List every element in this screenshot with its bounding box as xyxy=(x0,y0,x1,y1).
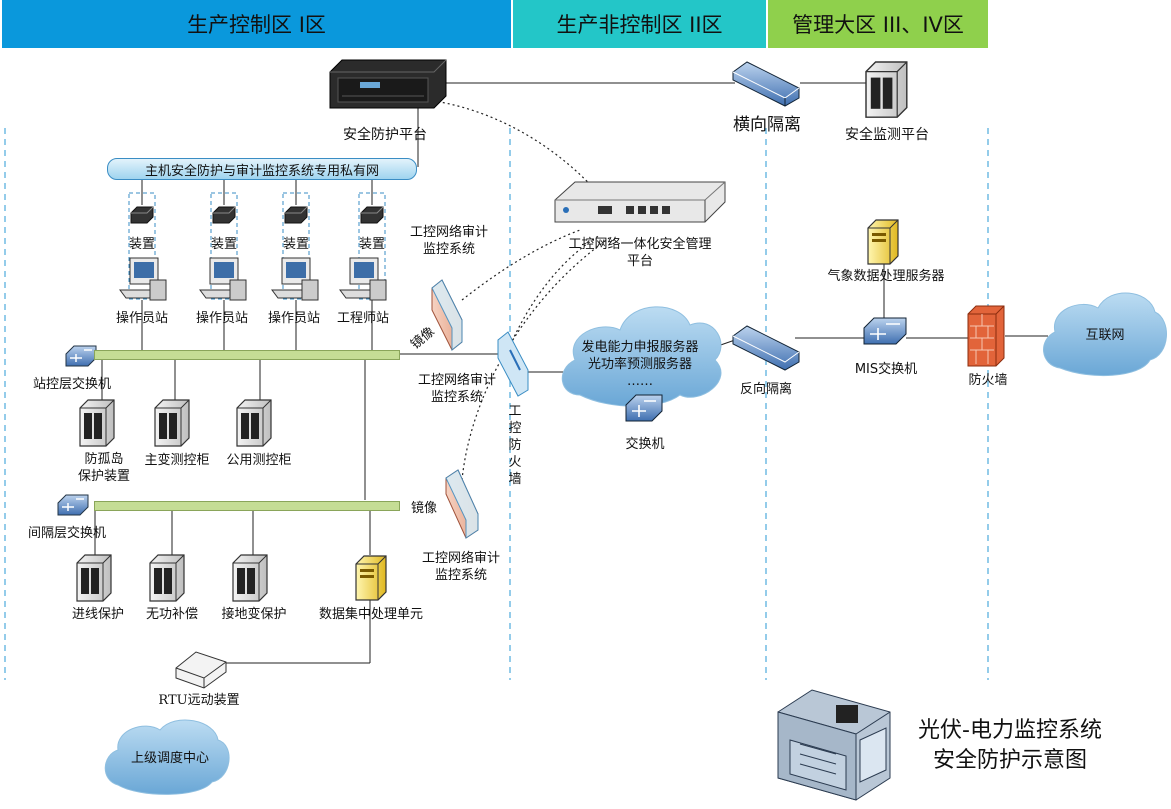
data-unit-label: 数据集中处理单元 xyxy=(318,607,424,622)
workstation-icons xyxy=(119,257,387,301)
rtu-label: RTU远动装置 xyxy=(158,693,240,708)
audit-device-icon-2 xyxy=(445,469,479,539)
operator-station-label-2: 操作员站 xyxy=(195,311,249,326)
audit-device-icon-1 xyxy=(431,279,463,352)
mis-switch-icon xyxy=(863,317,907,345)
zone-header-management: 管理大区 III、IV区 xyxy=(768,0,988,48)
internet-cloud xyxy=(1043,292,1167,376)
anti-islanding-label: 防孤岛 保护装置 xyxy=(77,452,131,484)
diagram-title: 光伏-电力监控系统 安全防护示意图 xyxy=(918,718,1102,773)
operator-station-label-1: 操作员站 xyxy=(115,311,169,326)
zone-header-production-noncontrol: 生产非控制区 II区 xyxy=(513,0,766,48)
ics-firewall-icon xyxy=(497,331,529,397)
bay-bus xyxy=(94,501,400,511)
reactive-comp-server-icon xyxy=(149,554,185,602)
station-switch-label: 站控层交换机 xyxy=(33,377,112,392)
public-cabinet-label: 公用测控柜 xyxy=(226,453,292,468)
switch-icon xyxy=(625,394,663,422)
bay-switch-label: 间隔层交换机 xyxy=(28,526,107,541)
weather-server-icon xyxy=(867,219,899,265)
reactive-comp-label: 无功补偿 xyxy=(145,607,199,622)
audit-system-label-3: 工控网络审计 监控系统 xyxy=(421,551,501,583)
security-platform-label: 安全防护平台 xyxy=(343,127,427,143)
zone-label: 生产控制区 I区 xyxy=(187,13,326,37)
line-protection-label: 进线保护 xyxy=(71,607,125,622)
mirror-label-2: 镜像 xyxy=(411,501,438,516)
reverse-isolation-icon xyxy=(732,325,800,371)
main-transformer-label: 主变测控柜 xyxy=(144,453,210,468)
zone-separators xyxy=(4,128,989,680)
line-protection-server-icon xyxy=(76,554,112,602)
anti-islanding-server-icon xyxy=(79,399,115,447)
zone-header-production-control: 生产控制区 I区 xyxy=(2,0,511,48)
operator-station-label-3: 操作员站 xyxy=(267,311,321,326)
private-network-pipe: 主机安全防护与审计监控系统专用私有网 xyxy=(107,158,417,180)
dispatch-cloud xyxy=(104,719,230,795)
building-icon xyxy=(777,689,891,801)
station-switch-icon xyxy=(65,345,97,367)
private-network-label: 主机安全防护与审计监控系统专用私有网 xyxy=(144,163,379,179)
device-label-1: 装置 xyxy=(128,237,156,252)
bay-switch-icon xyxy=(57,494,89,516)
data-unit-server-icon xyxy=(355,555,387,601)
public-cabinet-server-icon xyxy=(236,399,272,447)
zone-label: 生产非控制区 II区 xyxy=(556,13,723,37)
zone-label: 管理大区 III、IV区 xyxy=(792,13,964,37)
weather-server-label: 气象数据处理服务器 xyxy=(827,269,945,284)
rtu-device-icon xyxy=(175,651,227,689)
security-monitor-label: 安全监测平台 xyxy=(845,127,929,143)
device-label-3: 装置 xyxy=(282,237,310,252)
integrated-platform-device-icon xyxy=(554,181,726,223)
device-icons xyxy=(128,192,386,300)
grounding-protection-server-icon xyxy=(232,554,268,602)
audit-system-label-2: 工控网络审计 监控系统 xyxy=(417,373,497,405)
generation-cloud xyxy=(561,306,722,407)
security-platform-rack-icon xyxy=(329,59,447,109)
engineer-station-label: 工程师站 xyxy=(336,311,390,326)
grounding-protection-label: 接地变保护 xyxy=(221,607,287,622)
cloud-servers-label: 发电能力申报服务器 光功率预测服务器 …… xyxy=(581,340,699,389)
firewall-icon xyxy=(967,305,1005,367)
switch-label: 交换机 xyxy=(625,437,665,452)
station-bus xyxy=(94,350,400,360)
integrated-platform-label: 工控网络一体化安全管理 平台 xyxy=(568,237,712,269)
ics-firewall-label: 工 控 防 火 墙 xyxy=(508,404,522,487)
security-monitor-server-icon xyxy=(865,61,908,118)
device-label-4: 装置 xyxy=(358,237,386,252)
reverse-isolation-label: 反向隔离 xyxy=(739,382,793,397)
main-transformer-server-icon xyxy=(154,399,190,447)
horizontal-isolation-label: 横向隔离 xyxy=(733,115,801,135)
connection-lines xyxy=(94,82,1048,664)
device-label-2: 装置 xyxy=(210,237,238,252)
mis-switch-label: MIS交换机 xyxy=(854,362,918,377)
audit-system-label-1: 工控网络审计 监控系统 xyxy=(409,225,489,257)
horizontal-isolation-icon xyxy=(732,61,800,107)
firewall-label: 防火墙 xyxy=(968,373,1008,388)
dispatch-center-label: 上级调度中心 xyxy=(130,751,210,766)
internet-label: 互联网 xyxy=(1085,328,1125,343)
